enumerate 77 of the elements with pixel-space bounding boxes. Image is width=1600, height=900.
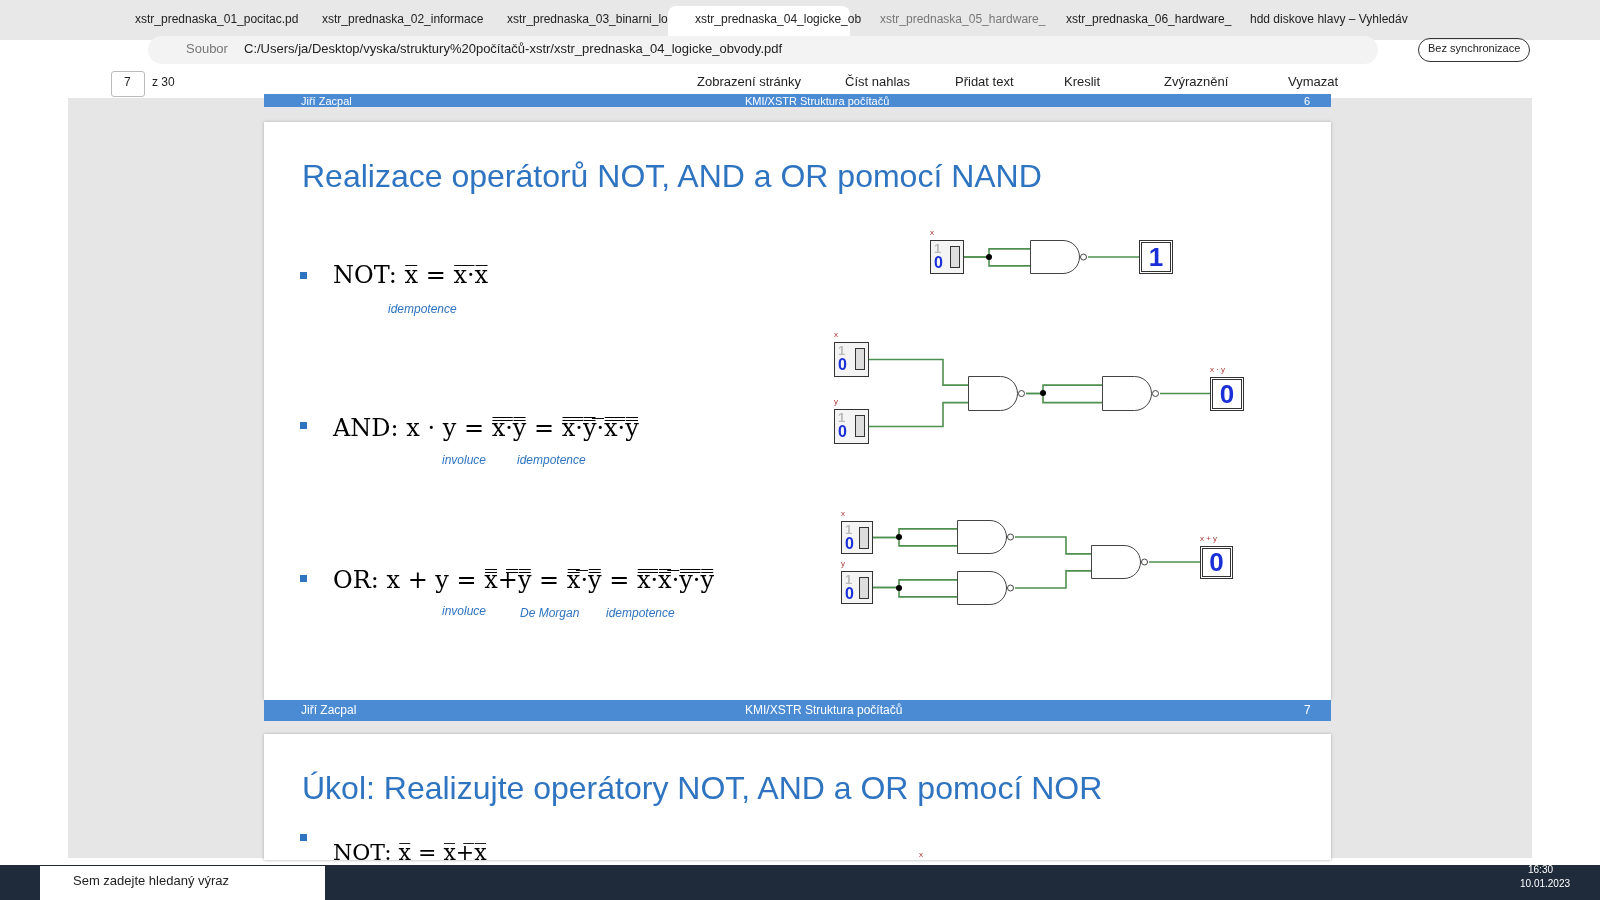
tab-title: xstr_prednaska_03_binarni_lo — [507, 13, 668, 27]
law-note: idempotence — [606, 607, 675, 621]
law-note: involuce — [442, 454, 487, 468]
switch-value: 0 — [838, 424, 847, 440]
wire — [868, 358, 969, 386]
toolbar-label: Vymazat — [1288, 75, 1339, 90]
tab-title: xstr_prednaska_02_informace — [322, 13, 484, 27]
wire — [1025, 392, 1103, 404]
page-number: 7 — [124, 76, 131, 90]
wire — [1014, 570, 1092, 589]
law-note: De Morgan — [520, 607, 580, 621]
nand-gate — [968, 376, 1026, 411]
tab-title: xstr_prednaska_04_logicke_ob — [695, 13, 862, 27]
slide-course: KMI/XSTR Struktura počítačů — [745, 95, 890, 108]
law-note: involuce — [442, 605, 487, 619]
switch-value: 0 — [934, 255, 943, 271]
formula: NOT: x̅ = x̅+̅x̅ — [333, 840, 487, 866]
wire — [872, 586, 958, 598]
slide-author: Jiří Zacpal — [301, 704, 357, 718]
page-count: z 30 — [152, 76, 175, 90]
tab-title: xstr_prednaska_06_hardware_ — [1066, 13, 1232, 27]
law-note: idempotence — [388, 303, 457, 317]
switch-value: 1 — [838, 411, 846, 425]
signal-label: x + y — [1200, 534, 1218, 544]
signal-label: x — [919, 850, 923, 860]
switch-value: 0 — [838, 357, 847, 373]
address-prefix: Soubor — [186, 42, 228, 57]
wire — [1014, 536, 1092, 555]
wire — [868, 401, 969, 428]
signal-label: y — [834, 397, 838, 407]
wire — [963, 256, 1031, 267]
slide-title: Úkol: Realizujte operátory NOT, AND a OR pomocí NOR — [302, 770, 1103, 807]
switch-value: 0 — [845, 536, 854, 552]
nand-gate — [957, 571, 1015, 605]
formula: NOT: x̅ = x̅·̅x̅ — [333, 262, 489, 290]
wire — [1159, 392, 1211, 395]
clock-time: 16:30 — [1528, 864, 1554, 876]
url-text: C:/Users/ja/Desktop/vyska/struktury%20počítačů-xstr/xstr_prednaska_04_logicke_obvody.pdf — [244, 42, 783, 57]
tab-title: xstr_prednaska_05_hardware_ — [880, 13, 1046, 27]
output-display: 1 — [1139, 240, 1173, 274]
sync-label: Bez synchronizace — [1428, 42, 1521, 55]
switch-value: 1 — [845, 523, 853, 537]
formula: OR: x + y = x̿+̿y̿ = x̿·̅y̿ = x̿·̿x̿·̅y̿·̿y̿ — [333, 567, 715, 595]
nand-gate — [1030, 240, 1088, 274]
tab-title: hdd diskove hlavy – Vyhledáv — [1250, 13, 1408, 27]
page-number: 6 — [1304, 95, 1311, 108]
switch-value: 1 — [838, 344, 846, 358]
wire — [1087, 256, 1140, 258]
clock-date: 10.01.2023 — [1520, 878, 1571, 890]
signal-label: x — [834, 330, 838, 340]
slide-author: Jiří Zacpal — [301, 95, 352, 108]
page-number: 7 — [1304, 704, 1311, 718]
slide-course: KMI/XSTR Struktura počítačů — [745, 704, 903, 718]
toolbar-label: Zobrazení stránky — [697, 75, 802, 90]
law-note: idempotence — [517, 454, 586, 468]
signal-label: x — [841, 509, 845, 519]
nand-gate — [1091, 545, 1149, 579]
nand-gate — [957, 520, 1015, 554]
signal-label: x — [930, 228, 934, 238]
formula: AND: x · y = x̿·̿y̿ = x̿·̿y̿·̅x̿·̿y̿ — [333, 415, 639, 443]
nand-gate — [1102, 376, 1160, 411]
signal-label: y — [841, 559, 845, 569]
output-display: 0 — [1210, 377, 1244, 411]
switch-value: 1 — [934, 242, 942, 256]
output-display: 0 — [1200, 546, 1233, 579]
wire — [1148, 561, 1201, 563]
switch-value: 1 — [845, 573, 853, 587]
tab-title: xstr_prednaska_01_pocitac.pd — [135, 13, 299, 27]
slide-title: Realizace operátorů NOT, AND a OR pomocí NAND — [302, 158, 1042, 195]
search-placeholder: Sem zadejte hledaný výraz — [73, 874, 230, 889]
wire — [872, 536, 958, 547]
toolbar-label: Přidat text — [955, 75, 1014, 90]
toolbar-label: Kreslit — [1064, 75, 1101, 90]
toolbar-label: Zvýraznění — [1164, 75, 1229, 90]
signal-label: x · y — [1210, 365, 1226, 375]
toolbar-label: Číst nahlas — [845, 75, 911, 90]
switch-value: 0 — [845, 586, 854, 602]
